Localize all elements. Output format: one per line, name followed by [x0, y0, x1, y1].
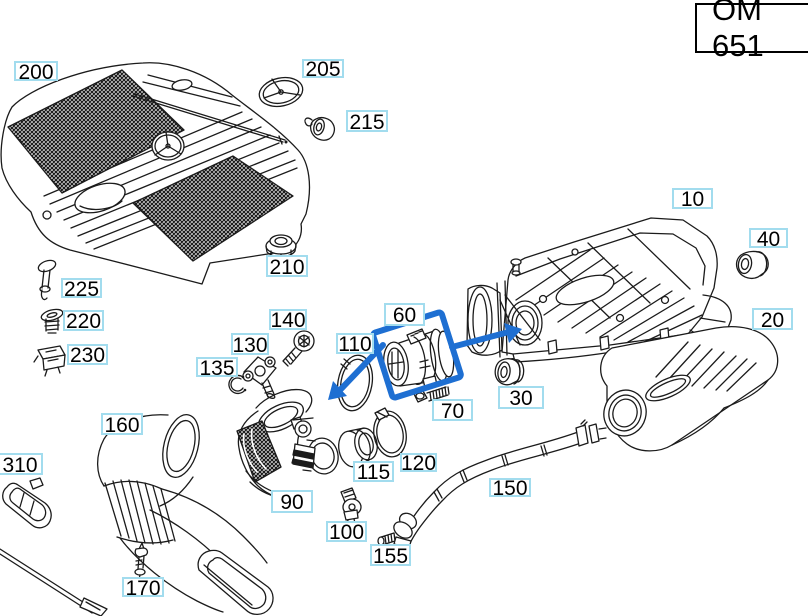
flow-arrow-left-head	[328, 381, 347, 400]
engine-code-box: OM 651	[695, 0, 808, 63]
grommet-40-drawing	[735, 250, 769, 279]
part-label-130[interactable]: 130	[231, 333, 269, 357]
part-label-170[interactable]: 170	[122, 577, 164, 599]
part-label-70[interactable]: 70	[432, 399, 473, 422]
clamp-110-drawing	[336, 354, 374, 412]
part-label-135[interactable]: 135	[196, 357, 238, 379]
part-label-155[interactable]: 155	[370, 544, 411, 567]
star-emblem-drawing	[258, 76, 304, 108]
sleeve-115-drawing	[338, 427, 378, 468]
air-filter-element-drawing	[600, 326, 779, 452]
grommet-215-drawing	[304, 117, 336, 141]
part-label-220[interactable]: 220	[63, 310, 104, 332]
part-label-225[interactable]: 225	[61, 278, 102, 300]
part-label-205[interactable]: 205	[302, 59, 344, 80]
clamp-120-drawing	[373, 407, 407, 458]
sensor-100-drawing	[340, 487, 362, 525]
part-label-140[interactable]: 140	[269, 309, 307, 332]
part-label-310[interactable]: 310	[0, 453, 43, 476]
part-label-10[interactable]: 10	[672, 188, 713, 210]
flow-arrow-right-head	[504, 323, 522, 343]
intake-duct-drawing	[96, 414, 274, 616]
engine-code-text: OM 651	[712, 0, 764, 63]
clip-220-drawing	[40, 308, 64, 334]
part-label-60[interactable]: 60	[384, 303, 425, 326]
nut-210-drawing	[265, 234, 297, 260]
part-label-90[interactable]: 90	[271, 490, 313, 513]
part-label-115[interactable]: 115	[353, 461, 394, 483]
engine-cover-drawing	[0, 62, 311, 285]
part-label-100[interactable]: 100	[326, 521, 367, 543]
clip-170-drawing	[134, 542, 149, 580]
air-cleaner-housing-drawing	[466, 217, 732, 363]
part-label-120[interactable]: 120	[400, 452, 437, 475]
sensor-130-drawing	[242, 356, 277, 399]
bracket-310-drawing	[2, 477, 52, 529]
part-label-30[interactable]: 30	[498, 386, 544, 409]
screw-140-drawing	[282, 330, 315, 367]
rod-drawing	[0, 548, 108, 616]
cover-star-emblem	[151, 131, 185, 161]
grommet-30-drawing	[494, 358, 525, 386]
clip-230-drawing	[33, 345, 66, 377]
part-label-150[interactable]: 150	[489, 478, 531, 499]
part-label-20[interactable]: 20	[752, 308, 793, 331]
part-label-160[interactable]: 160	[101, 413, 143, 436]
part-label-200[interactable]: 200	[14, 61, 58, 83]
part-label-110[interactable]: 110	[336, 333, 374, 355]
flow-arrow-right-shaft	[449, 330, 508, 350]
part-label-210[interactable]: 210	[266, 255, 308, 278]
part-label-40[interactable]: 40	[749, 228, 788, 250]
screw-70-drawing	[413, 386, 450, 403]
part-label-230[interactable]: 230	[67, 344, 108, 366]
part-label-215[interactable]: 215	[346, 110, 388, 133]
maf-sensor-drawing	[383, 328, 455, 389]
pin-225-drawing	[37, 259, 57, 301]
hood-rod-drawing	[132, 93, 288, 145]
